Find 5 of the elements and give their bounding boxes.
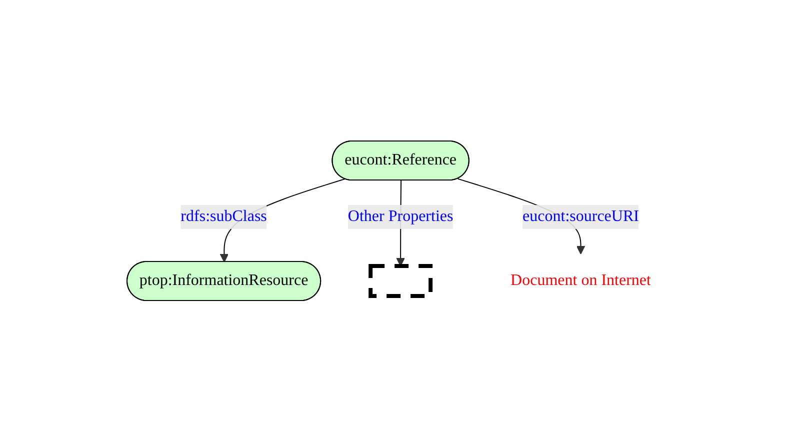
edge-label: eucont:sourceURI xyxy=(522,207,639,224)
node-text: Document on Internet xyxy=(510,271,651,288)
edge-label: Other Properties xyxy=(348,207,454,224)
edge-label: rdfs:subClass xyxy=(180,207,267,224)
node-box xyxy=(368,264,433,298)
